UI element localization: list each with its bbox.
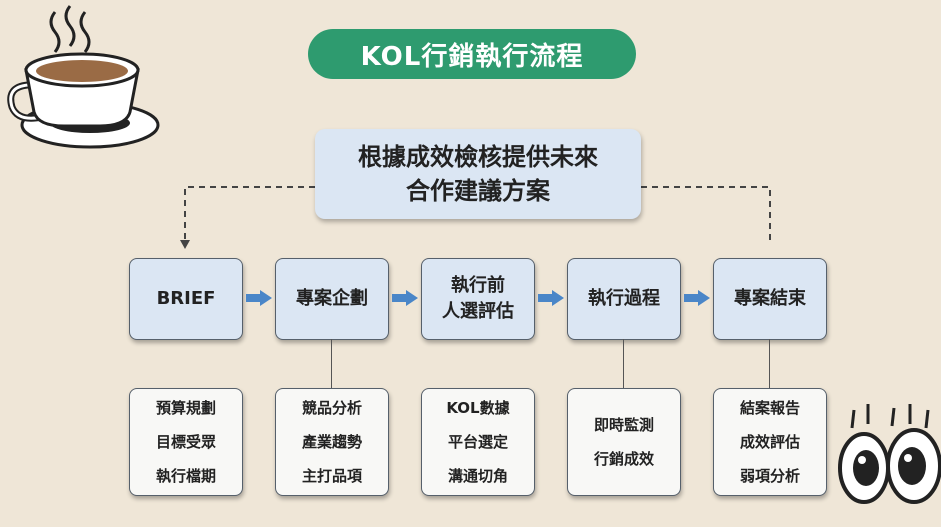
detail-box-planning: 競品分析 產業趨勢 主打品項 <box>275 388 389 496</box>
page-title: KOL行銷執行流程 <box>308 29 636 79</box>
detail-item: 結案報告 <box>739 399 800 417</box>
detail-box-end: 結案報告 成效評估 弱項分析 <box>713 388 827 496</box>
detail-item: 產業趨勢 <box>301 433 362 451</box>
detail-item: KOL數據 <box>446 399 510 417</box>
step-label: BRIEF <box>156 288 216 309</box>
detail-item: 目標受眾 <box>155 433 216 451</box>
connector-line <box>769 339 770 388</box>
step-label: 專案結束 <box>734 288 806 309</box>
arrow-right-icon <box>538 290 564 306</box>
step-pre-execution: 執行前 人選評估 <box>421 258 535 340</box>
detail-box-pre-execution: KOL數據 平台選定 溝通切角 <box>421 388 535 496</box>
step-label: 執行前 <box>451 275 505 296</box>
cartoon-eyes-icon <box>838 404 941 504</box>
coffee-cup-icon <box>7 5 160 149</box>
detail-item: 弱項分析 <box>739 467 800 485</box>
step-label: 執行過程 <box>588 288 660 309</box>
step-label: 專案企劃 <box>296 288 368 309</box>
step-label: 人選評估 <box>442 301 514 322</box>
step-project-planning: 專案企劃 <box>275 258 389 340</box>
detail-item: 主打品項 <box>301 467 362 485</box>
detail-item: 成效評估 <box>739 433 800 451</box>
arrow-right-icon <box>684 290 710 306</box>
detail-item: 行銷成效 <box>593 450 654 468</box>
feedback-line-1: 根據成效檢核提供未來 <box>358 143 598 171</box>
step-execution: 執行過程 <box>567 258 681 340</box>
detail-item: 即時監測 <box>593 416 654 434</box>
feedback-line-2: 合作建議方案 <box>406 177 550 205</box>
detail-box-execution: 即時監測 行銷成效 <box>567 388 681 496</box>
step-project-end: 專案結束 <box>713 258 827 340</box>
detail-item: 預算規劃 <box>155 399 216 417</box>
detail-item: 平台選定 <box>447 433 508 451</box>
arrow-right-icon <box>246 290 272 306</box>
detail-item: 執行檔期 <box>155 467 216 485</box>
arrow-right-icon <box>392 290 418 306</box>
detail-item: 溝通切角 <box>447 467 508 485</box>
step-brief: BRIEF <box>129 258 243 340</box>
detail-item: 競品分析 <box>301 399 362 417</box>
feedback-box: 根據成效檢核提供未來 合作建議方案 <box>315 129 641 219</box>
connector-line <box>331 339 332 388</box>
detail-box-brief: 預算規劃 目標受眾 執行檔期 <box>129 388 243 496</box>
connector-line <box>623 339 624 388</box>
